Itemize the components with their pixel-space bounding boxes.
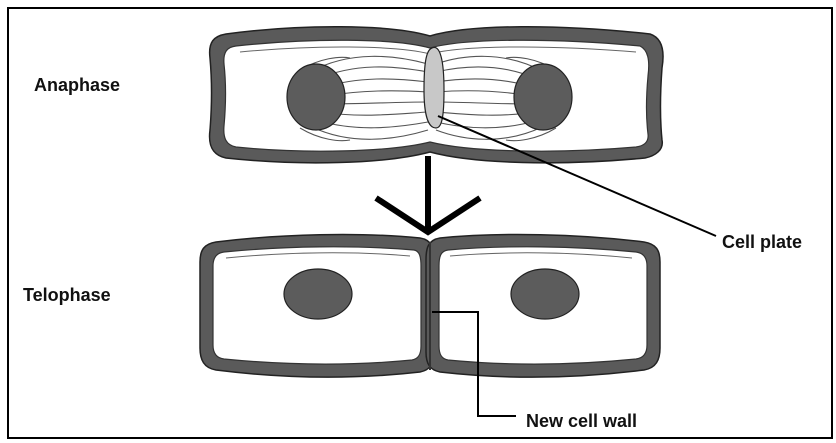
telophase-nucleus-right [511,269,579,319]
new-cell-wall-label: New cell wall [526,412,637,430]
anaphase-nucleus-right [514,64,572,130]
anaphase-label: Anaphase [34,76,120,94]
down-arrow-icon [376,156,480,232]
cell-plate [424,47,444,128]
telophase-nucleus-left [284,269,352,319]
anaphase-cell [210,27,664,163]
telophase-label: Telophase [23,286,111,304]
anaphase-nucleus-left [287,64,345,130]
cell-plate-label: Cell plate [722,233,802,251]
telophase-cells [200,235,660,378]
